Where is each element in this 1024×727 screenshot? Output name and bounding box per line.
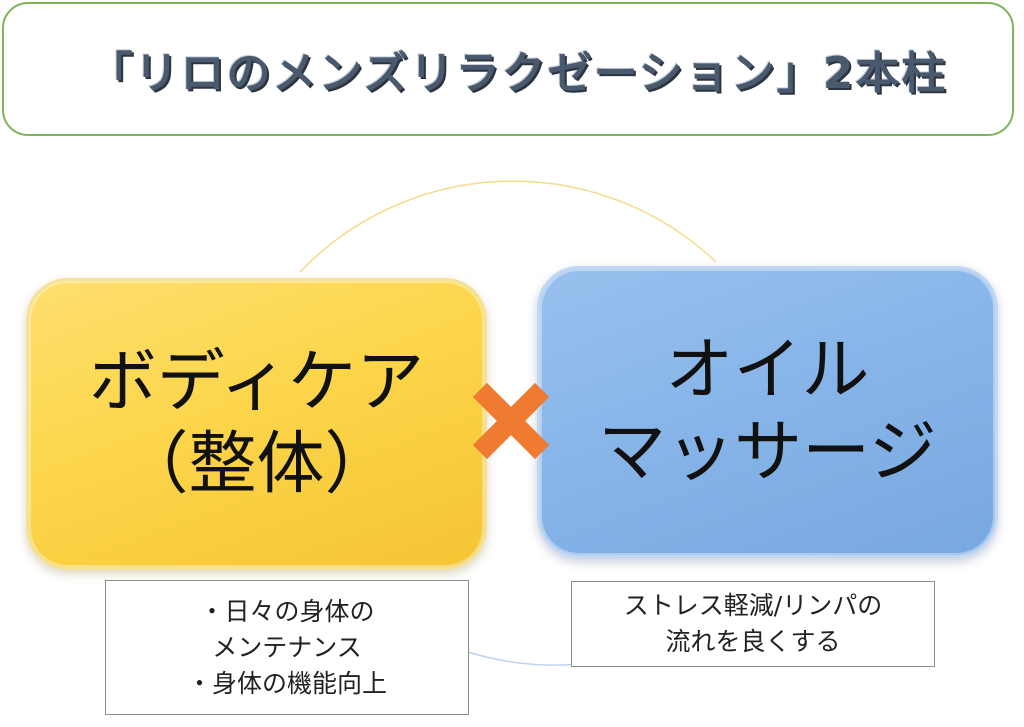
caption-body-care-line-3: ・身体の機能向上 <box>186 668 387 698</box>
pillar-oil-massage-line-2: マッサージ <box>598 413 937 492</box>
times-icon <box>472 382 550 460</box>
pillar-body-care-subtitle: （整体） <box>120 425 393 504</box>
pillar-oil-massage-line-1: オイル <box>665 331 870 410</box>
ring-top-arc <box>299 180 717 273</box>
caption-oil-massage: ストレス軽減/リンパの 流れを良くする <box>571 581 935 667</box>
page-title: 「リロのメンズリラクゼーション」2本柱 <box>88 48 948 99</box>
pillar-body-care: ボディケア （整体） <box>26 278 487 570</box>
caption-body-care-line-2: メンテナンス <box>212 632 362 662</box>
pillar-oil-massage: オイル マッサージ <box>537 266 998 558</box>
title-banner: 「リロのメンズリラクゼーション」2本柱 <box>2 2 1014 136</box>
times-icon-bar-2 <box>472 382 550 460</box>
pillar-body-care-title: ボディケア <box>88 343 425 422</box>
caption-oil-massage-line-2: 流れを良くする <box>665 627 841 656</box>
caption-body-care-line-1: ・日々の身体の <box>199 596 375 626</box>
caption-body-care: ・日々の身体の メンテナンス ・身体の機能向上 <box>105 580 469 715</box>
ring-bottom-arc <box>467 651 581 666</box>
caption-oil-massage-line-1: ストレス軽減/リンパの <box>623 591 883 620</box>
